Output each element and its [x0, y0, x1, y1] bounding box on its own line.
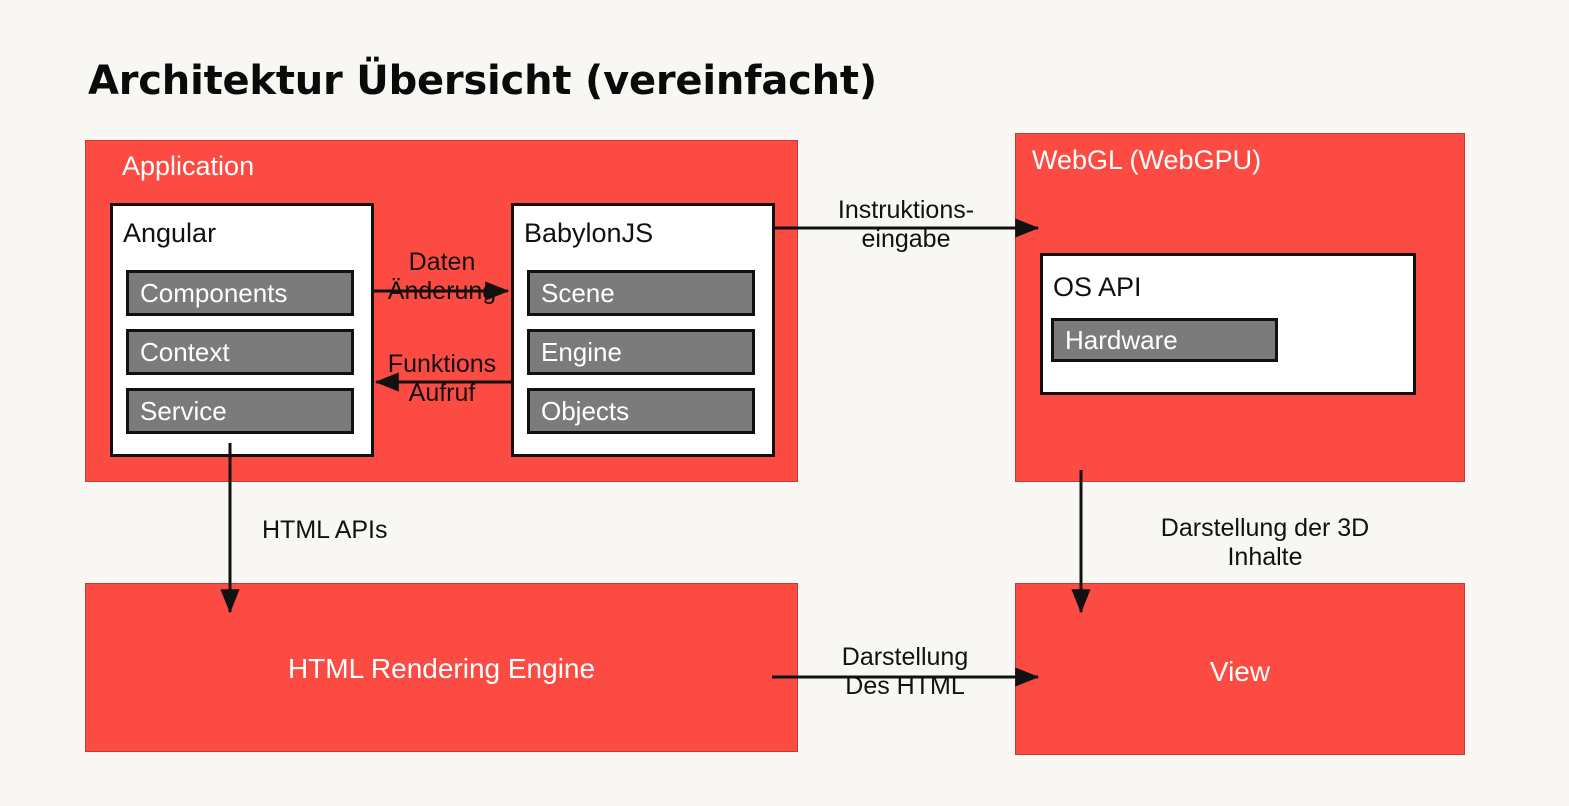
group-application-label: Application: [122, 151, 255, 181]
block-objects-label: Objects: [541, 396, 630, 426]
edge-label-darstellung-des-html: Darstellung Des HTML: [841, 643, 969, 700]
box-babylonjs-title: BabylonJS: [524, 218, 654, 248]
box-angular-title: Angular: [123, 218, 217, 248]
edge-label-funktions-aufruf: Funktions Aufruf: [387, 350, 497, 407]
group-html-rendering-engine-label: HTML Rendering Engine: [287, 653, 596, 684]
block-scene[interactable]: Scene: [527, 270, 755, 316]
block-context-label: Context: [140, 337, 230, 367]
block-components-label: Components: [140, 278, 288, 308]
block-objects[interactable]: Objects: [527, 388, 755, 434]
group-view-label: View: [1209, 656, 1271, 687]
edge-label-html-apis: HTML APIs: [262, 516, 388, 544]
block-engine[interactable]: Engine: [527, 329, 755, 375]
group-html-rendering-engine[interactable]: [85, 583, 798, 752]
block-engine-label: Engine: [541, 337, 622, 367]
block-context[interactable]: Context: [126, 329, 354, 375]
group-webgl-label: WebGL (WebGPU): [1032, 145, 1262, 175]
block-scene-label: Scene: [541, 278, 615, 308]
block-hardware-label: Hardware: [1065, 325, 1178, 355]
box-os-api-title: OS API: [1053, 272, 1142, 302]
edge-label-daten-aenderung: Daten Änderung: [387, 248, 497, 305]
block-service-label: Service: [140, 396, 227, 426]
edge-label-darstellung-der-3d-inhalte: Darstellung der 3D Inhalte: [1160, 514, 1370, 571]
block-components[interactable]: Components: [126, 270, 354, 316]
page-title: Architektur Übersicht (vereinfacht): [88, 58, 877, 104]
edge-label-instruktions-eingabe: Instruktions- eingabe: [837, 196, 975, 253]
block-service[interactable]: Service: [126, 388, 354, 434]
block-hardware[interactable]: Hardware: [1051, 318, 1278, 362]
